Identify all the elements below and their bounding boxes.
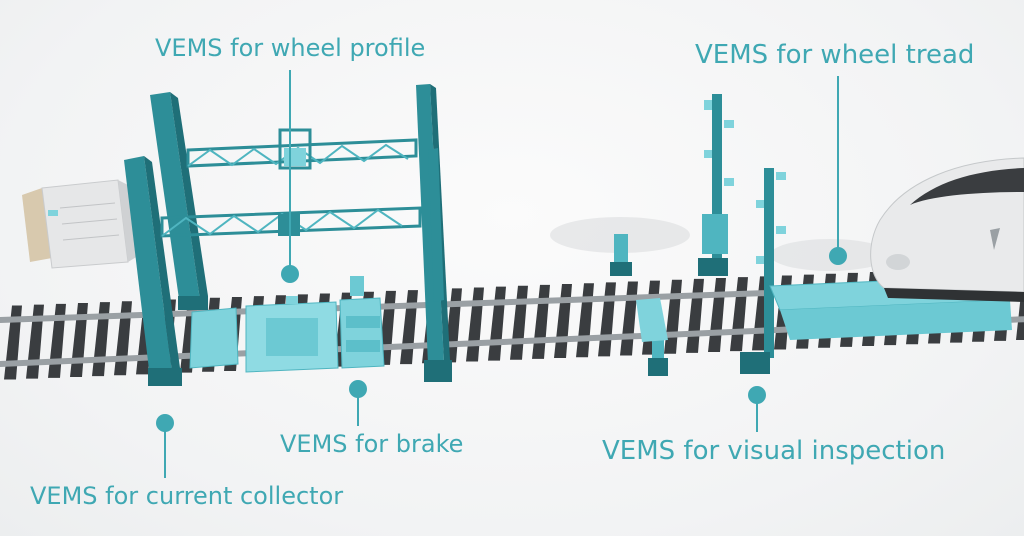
label-wheel-profile: VEMS for wheel profile xyxy=(155,34,426,62)
brake-inspection-units xyxy=(189,276,385,373)
track-sleeper xyxy=(686,278,704,353)
callout-visual-inspection-dot xyxy=(748,386,766,404)
current-collector-gantry xyxy=(124,92,208,386)
equipment-container xyxy=(22,179,138,269)
label-wheel-tread: VEMS for wheel tread xyxy=(695,40,975,70)
wheel-profile-gantry xyxy=(160,84,452,382)
label-visual-inspection: VEMS for visual inspection xyxy=(602,436,946,466)
callout-wheel-profile-dot xyxy=(281,265,299,283)
callout-current-collector-dot xyxy=(156,414,174,432)
track-sleeper xyxy=(532,284,550,359)
track-sleeper xyxy=(708,278,726,353)
track-sleeper xyxy=(664,279,682,354)
track-sleeper xyxy=(92,302,110,377)
callout-brake-dot xyxy=(349,380,367,398)
callout-lines xyxy=(156,70,847,478)
track-sleeper xyxy=(576,283,594,358)
callout-wheel-tread-dot xyxy=(829,247,847,265)
label-brake: VEMS for brake xyxy=(280,430,464,458)
track-sleeper xyxy=(466,287,484,362)
track-sleeper xyxy=(510,285,528,360)
label-current-collector: VEMS for current collector xyxy=(30,482,344,510)
track-sleeper xyxy=(730,277,748,352)
high-speed-train xyxy=(870,157,1024,302)
track-sleeper xyxy=(620,281,638,356)
track-sleeper xyxy=(488,286,506,361)
track-sleeper xyxy=(114,301,132,376)
track-sleeper xyxy=(598,282,616,357)
visual-inspection-masts xyxy=(610,94,786,376)
track-sleeper xyxy=(554,284,572,359)
track-sleeper xyxy=(400,290,418,365)
